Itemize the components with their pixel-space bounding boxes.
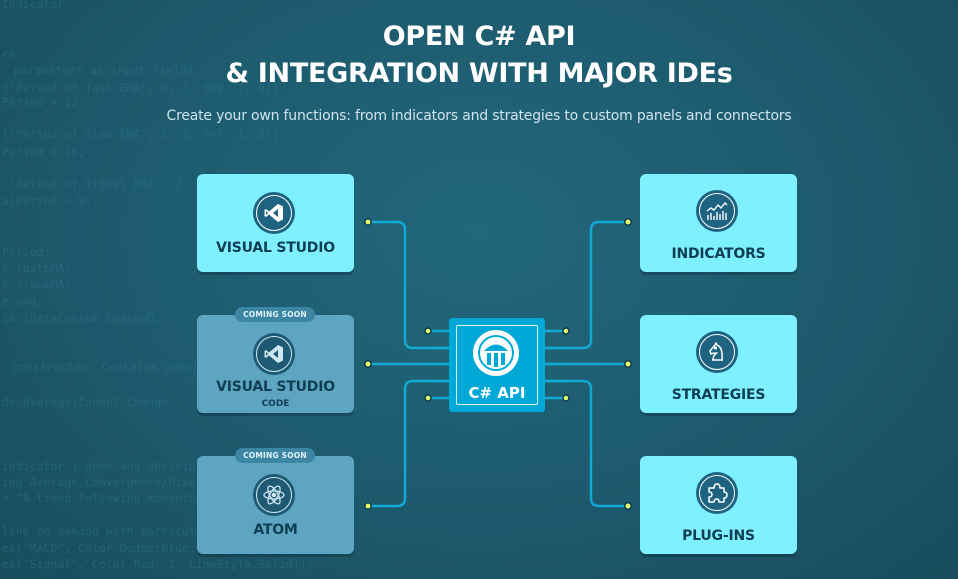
- card-label: STRATEGIES: [671, 387, 766, 403]
- code-line: Indicator: [2, 0, 64, 11]
- chip-label: C# API: [468, 384, 526, 402]
- connector-nodes: [364, 218, 632, 510]
- card-indicators[interactable]: INDICATORS: [640, 174, 797, 272]
- code-line: alPeriod = 9;: [2, 194, 92, 208]
- card-label: INDICATORS: [671, 246, 766, 262]
- wire-atom: [368, 379, 449, 508]
- puzzle-icon: [696, 472, 738, 514]
- coming-soon-badge: COMING SOON: [235, 448, 315, 463]
- atom-icon: [253, 474, 295, 516]
- code-line: ("Period of slow EMA", 1, 1, 999, 1, 0)]: [2, 127, 279, 141]
- card-atom: COMING SOON ATOM: [197, 448, 354, 554]
- card-strategies[interactable]: STRATEGIES: [640, 315, 797, 413]
- code-line: Period = 26;: [2, 145, 85, 159]
- code-line: rs: [2, 47, 16, 61]
- code-line: parameters as input fields: [14, 63, 194, 77]
- card-sublabel: CODE: [261, 399, 290, 409]
- atas-logo-icon: [473, 330, 519, 376]
- visual-studio-icon: [253, 192, 295, 234]
- coming-soon-badge: COMING SOON: [235, 307, 315, 322]
- title-line-2: & INTEGRATION WITH MAJOR IDEs: [225, 58, 733, 89]
- vscode-icon: [253, 333, 295, 375]
- card-label: VISUAL STUDIO: [216, 379, 335, 395]
- chart-icon: [696, 190, 738, 232]
- wire-indicators: [545, 220, 628, 350]
- code-line: = "A trend-following momentum: [2, 491, 203, 505]
- code-line: ("Period of signal EMA", 2,: [2, 177, 189, 191]
- code-line: es("Signal", Color.Red, 1, LineStyle.Sol…: [2, 557, 314, 571]
- code-line: e fastEMA;: [2, 261, 71, 275]
- code-line: ca lDataCustom customD;: [2, 311, 161, 325]
- page-subtitle: Create your own functions: from indicato…: [166, 108, 792, 124]
- card-label: VISUAL STUDIO: [216, 240, 335, 256]
- card-visual-studio-code: COMING SOON VISUAL STUDIO CODE: [197, 307, 354, 413]
- code-line: constructor. Contains general: [12, 360, 213, 374]
- code-line: e sma;: [2, 294, 44, 308]
- code-line: indicator : name and description: [2, 459, 224, 473]
- csharp-api-chip: C# API: [449, 318, 545, 412]
- code-line: Period = 12;: [2, 95, 85, 109]
- code-line: de.Average)Indent Change: [2, 395, 168, 409]
- wire-plugins: [545, 379, 628, 508]
- card-label: ATOM: [253, 522, 298, 538]
- code-line: e slowEMA;: [2, 277, 71, 291]
- page-title: OPEN C# API & INTEGRATION WITH MAJOR IDE…: [0, 18, 958, 92]
- code-line: ("Period of fast EMA", 0, 1, 999, 1, 0)]: [2, 81, 279, 95]
- card-label: PLUG-INS: [682, 528, 755, 544]
- code-line: es("MACD", Color.DodgerBlue,: [2, 541, 196, 555]
- code-line: line on demand with particular: [2, 524, 210, 538]
- code-line: ing Average Convergence/Diver: [2, 475, 203, 489]
- card-plug-ins[interactable]: PLUG-INS: [640, 456, 797, 554]
- wire-visual-studio: [368, 220, 449, 350]
- code-line: Period;: [2, 245, 50, 259]
- chess-knight-icon: [696, 331, 738, 373]
- card-visual-studio[interactable]: VISUAL STUDIO: [197, 174, 354, 272]
- title-line-1: OPEN C# API: [382, 21, 576, 52]
